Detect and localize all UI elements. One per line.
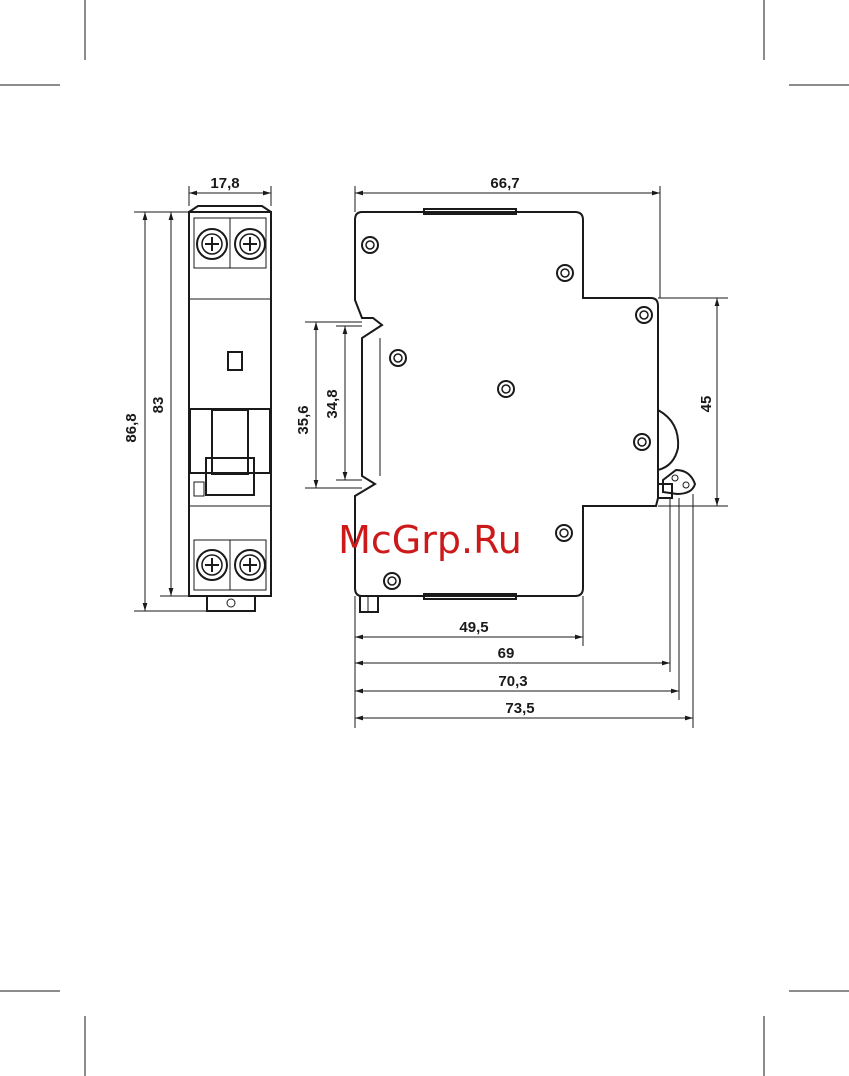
front-top-screws (197, 229, 265, 259)
side-depth-top-label: 66,7 (490, 175, 519, 192)
front-width-label: 17,8 (210, 175, 239, 192)
front-height-inner-label: 83 (150, 397, 167, 414)
front-height-inner-dimension: 83 (150, 212, 189, 596)
front-height-outer-label: 86,8 (123, 413, 140, 442)
depth-label-4: 73,5 (505, 700, 534, 717)
front-view (189, 206, 271, 611)
rail-inner-label: 34,8 (324, 389, 341, 418)
front-bottom-screws (197, 550, 265, 580)
depth-label-1: 49,5 (459, 619, 488, 636)
watermark: McGrp.Ru (338, 518, 522, 562)
front-width-dimension: 17,8 (189, 175, 271, 206)
depth-label-3: 70,3 (498, 673, 527, 690)
depth-label-2: 69 (498, 645, 515, 662)
rail-outer-label: 35,6 (295, 405, 312, 434)
side-depth-top-dimension: 66,7 (355, 175, 660, 298)
rail-inner-dimension: 34,8 (324, 326, 362, 480)
side-height-label: 45 (698, 396, 715, 413)
